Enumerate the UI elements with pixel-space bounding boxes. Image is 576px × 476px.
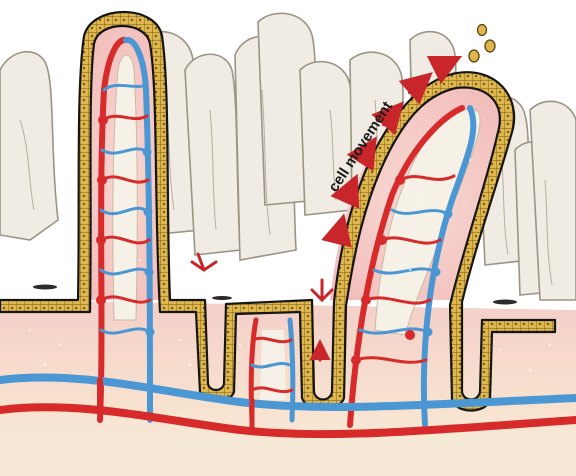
shed-cell-icon (485, 40, 495, 52)
shed-cells (469, 25, 495, 63)
lacteal-left (113, 55, 138, 320)
shed-cell-icon (478, 25, 487, 36)
shed-cell-icon (469, 50, 479, 62)
